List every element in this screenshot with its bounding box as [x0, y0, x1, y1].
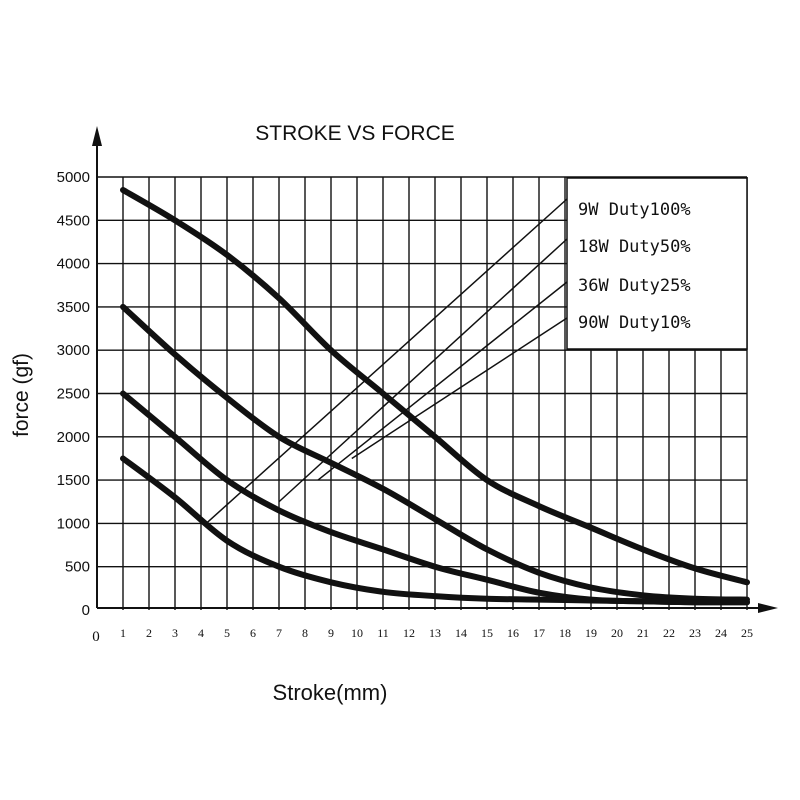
axes — [92, 126, 778, 613]
y-tick-label: 3500 — [57, 299, 90, 316]
series-line-1 — [120, 187, 750, 586]
x-tick-label: 4 — [198, 626, 204, 640]
x-tick-label: 25 — [741, 626, 753, 640]
y-tick-label: 4000 — [57, 256, 90, 273]
legend-entry: 36W Duty25% — [578, 276, 691, 296]
x-tick-label: 15 — [481, 626, 493, 640]
y-tick-label: 500 — [65, 559, 90, 576]
legend: 9W Duty100% 18W Duty50% 36W Duty25% 90W Dut… — [205, 177, 748, 524]
legend-leader-line — [278, 238, 568, 503]
y-axis-arrow-icon — [92, 126, 102, 146]
x-tick-label: 16 — [507, 626, 519, 640]
y-tick-label: 2500 — [57, 386, 90, 403]
legend-leader-line — [317, 281, 568, 481]
x-tick-label: 9 — [328, 626, 334, 640]
x-tick-label: 1 — [120, 626, 126, 640]
x-tick-label: 21 — [637, 626, 649, 640]
y-tick-label: 0 — [82, 602, 90, 619]
x-tick-label: 5 — [224, 626, 230, 640]
x-tick-label: 18 — [559, 626, 571, 640]
chart-title: STROKE VS FORCE — [255, 122, 455, 145]
legend-entry: 9W Duty100% — [578, 200, 691, 220]
y-tick-label: 5000 — [57, 169, 90, 186]
legend-leader-line — [205, 198, 568, 524]
y-axis-label: force (gf) — [10, 353, 33, 437]
y-tick-label: 1500 — [57, 472, 90, 489]
series-line-4 — [120, 455, 750, 606]
x-tick-label: 7 — [276, 626, 282, 640]
x-axis-arrow-icon — [758, 603, 778, 613]
y-tick-label: 1000 — [57, 515, 90, 532]
y-tick-label: 2000 — [57, 429, 90, 446]
x-tick-label: 14 — [455, 626, 467, 640]
x-tick-label: 6 — [250, 626, 256, 640]
y-tick-labels: 0 500 1000 1500 2000 2500 3000 3500 4000 4500 5000 — [57, 169, 90, 619]
x-tick-label: 3 — [172, 626, 178, 640]
x-axis-label: Stroke(mm) — [273, 680, 388, 705]
x-tick-label: 17 — [533, 626, 545, 640]
y-tick-label: 4500 — [57, 212, 90, 229]
x-tick-label: 10 — [351, 626, 363, 640]
origin-label: 0 — [92, 629, 100, 645]
series-lines — [120, 187, 750, 606]
y-tick-label: 3000 — [57, 342, 90, 359]
x-tick-label: 19 — [585, 626, 597, 640]
x-tick-label: 11 — [377, 626, 389, 640]
legend-leader-line — [351, 317, 568, 460]
x-tick-label: 12 — [403, 626, 415, 640]
x-tick-label: 23 — [689, 626, 701, 640]
legend-box — [566, 177, 748, 350]
series-line-2 — [120, 303, 750, 603]
x-tick-label: 13 — [429, 626, 441, 640]
legend-entry: 90W Duty10% — [578, 313, 691, 333]
x-tick-label: 8 — [302, 626, 308, 640]
x-tick-label: 22 — [663, 626, 675, 640]
x-tick-label: 20 — [611, 626, 623, 640]
legend-entry: 18W Duty50% — [578, 237, 691, 257]
x-tick-label: 2 — [146, 626, 152, 640]
x-tick-label: 24 — [715, 626, 727, 640]
